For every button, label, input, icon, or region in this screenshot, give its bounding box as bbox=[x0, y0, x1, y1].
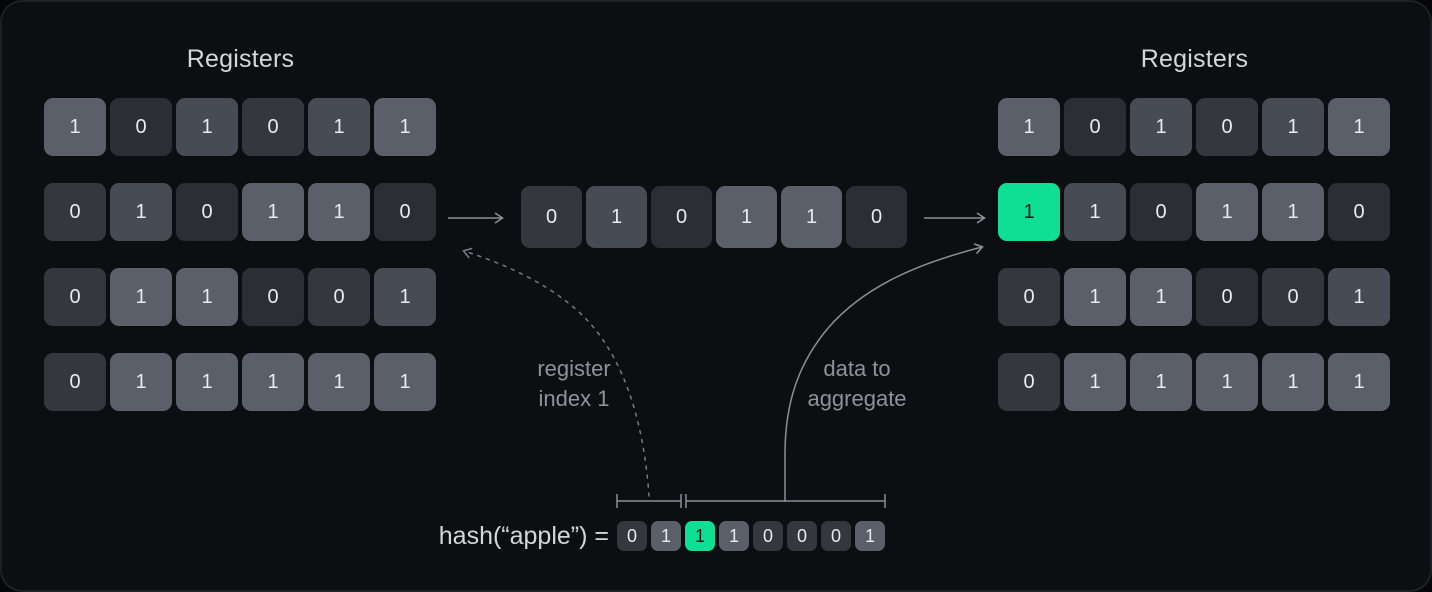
hash-expression-label: hash(“apple”) = bbox=[438, 522, 609, 550]
value-cell: 0 bbox=[1196, 268, 1258, 326]
value-cell: 0 bbox=[753, 521, 783, 551]
value-cell: 1 bbox=[1262, 353, 1324, 411]
value-cell: 1 bbox=[110, 268, 172, 326]
data-to-aggregate-label-line2: aggregate bbox=[807, 386, 907, 411]
value-cell: 1 bbox=[1064, 268, 1126, 326]
value-cell: 0 bbox=[176, 183, 238, 241]
value-cell: 0 bbox=[308, 268, 370, 326]
register-index-label-line2: index 1 bbox=[538, 386, 610, 411]
value-cell: 1 bbox=[1328, 268, 1390, 326]
value-cell: 0 bbox=[44, 353, 106, 411]
value-cell: 1 bbox=[1262, 183, 1324, 241]
value-cell: 0 bbox=[44, 183, 106, 241]
value-cell: 0 bbox=[998, 268, 1060, 326]
value-cell: 0 bbox=[242, 98, 304, 156]
value-cell: 1 bbox=[1328, 98, 1390, 156]
value-cell: 1 bbox=[1262, 98, 1324, 156]
value-cell: 1 bbox=[176, 268, 238, 326]
left-registers-title: Registers bbox=[186, 45, 295, 73]
value-cell: 1 bbox=[1130, 98, 1192, 156]
highlighted-cell: 1 bbox=[685, 521, 715, 551]
value-cell: 0 bbox=[1130, 183, 1192, 241]
value-cell: 1 bbox=[308, 353, 370, 411]
value-cell: 1 bbox=[716, 186, 777, 248]
value-cell: 1 bbox=[110, 183, 172, 241]
value-cell: 1 bbox=[308, 183, 370, 241]
value-cell: 1 bbox=[1130, 268, 1192, 326]
value-cell: 1 bbox=[651, 521, 681, 551]
value-cell: 1 bbox=[176, 353, 238, 411]
value-cell: 0 bbox=[821, 521, 851, 551]
value-cell: 1 bbox=[1196, 183, 1258, 241]
value-cell: 0 bbox=[787, 521, 817, 551]
value-cell: 0 bbox=[44, 268, 106, 326]
value-cell: 1 bbox=[586, 186, 647, 248]
value-cell: 1 bbox=[44, 98, 106, 156]
value-cell: 0 bbox=[521, 186, 582, 248]
value-cell: 0 bbox=[1328, 183, 1390, 241]
value-cell: 1 bbox=[374, 353, 436, 411]
value-cell: 1 bbox=[855, 521, 885, 551]
value-cell: 1 bbox=[1196, 353, 1258, 411]
hash-index-bracket bbox=[616, 494, 682, 508]
value-cell: 1 bbox=[110, 353, 172, 411]
right-registers-title: Registers bbox=[1140, 45, 1249, 73]
value-cell: 1 bbox=[176, 98, 238, 156]
value-cell: 1 bbox=[374, 268, 436, 326]
value-cell: 0 bbox=[242, 268, 304, 326]
value-cell: 0 bbox=[1196, 98, 1258, 156]
value-cell: 0 bbox=[651, 186, 712, 248]
value-cell: 1 bbox=[719, 521, 749, 551]
value-cell: 0 bbox=[1262, 268, 1324, 326]
value-cell: 1 bbox=[781, 186, 842, 248]
value-cell: 1 bbox=[1130, 353, 1192, 411]
register-index-label: register index 1 bbox=[484, 354, 664, 414]
value-cell: 1 bbox=[1064, 353, 1126, 411]
value-cell: 0 bbox=[846, 186, 907, 248]
value-cell: 1 bbox=[374, 98, 436, 156]
value-cell: 0 bbox=[374, 183, 436, 241]
value-cell: 1 bbox=[1064, 183, 1126, 241]
value-cell: 1 bbox=[998, 98, 1060, 156]
data-to-aggregate-label-line1: data to bbox=[823, 356, 891, 381]
highlighted-cell: 1 bbox=[998, 183, 1060, 241]
hash-data-bracket bbox=[685, 494, 886, 508]
value-cell: 0 bbox=[110, 98, 172, 156]
data-to-aggregate-label: data to aggregate bbox=[767, 354, 947, 414]
register-index-label-line1: register bbox=[537, 356, 611, 381]
value-cell: 1 bbox=[308, 98, 370, 156]
value-cell: 1 bbox=[242, 183, 304, 241]
value-cell: 1 bbox=[242, 353, 304, 411]
value-cell: 0 bbox=[1064, 98, 1126, 156]
value-cell: 0 bbox=[617, 521, 647, 551]
value-cell: 0 bbox=[998, 353, 1060, 411]
value-cell: 1 bbox=[1328, 353, 1390, 411]
